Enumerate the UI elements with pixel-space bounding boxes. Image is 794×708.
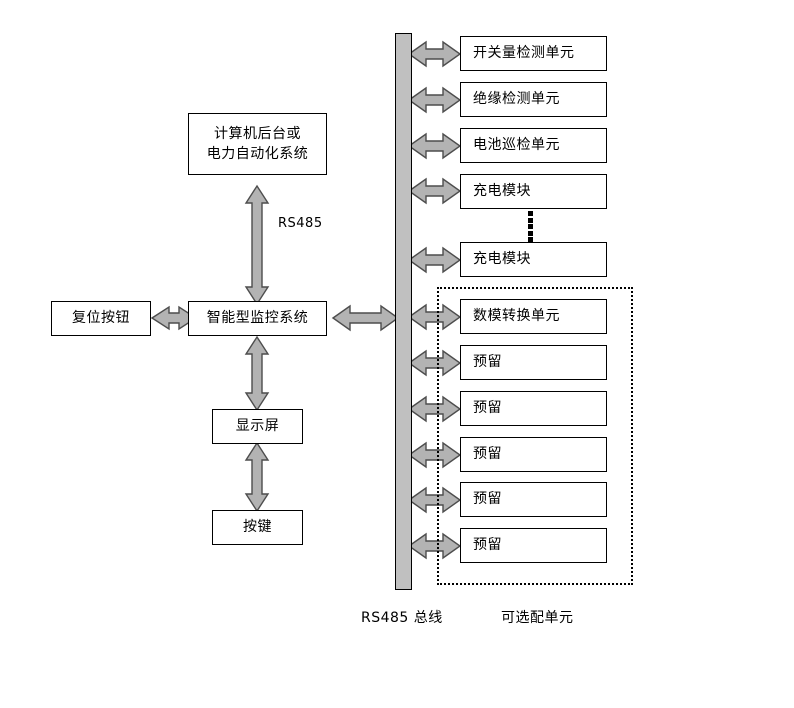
keypad-label: 按键 <box>243 519 272 536</box>
bus-unit-label-1: 开关量检测单元 <box>473 45 575 62</box>
arrow-display-keypad <box>244 441 270 513</box>
bus-caption: RS485 总线 <box>361 610 443 626</box>
host-system-box[interactable]: 计算机后台或 电力自动化系统 <box>188 113 327 175</box>
vertical-ellipsis-icon <box>528 211 533 242</box>
rs485-arrow-label: RS485 <box>278 216 323 231</box>
bus-unit-label-3: 电池巡检单元 <box>473 137 560 154</box>
optional-unit-label-3: 预留 <box>473 400 502 417</box>
rs485-bus-bar <box>395 33 412 590</box>
optional-unit-box-6[interactable]: 预留 <box>460 528 607 563</box>
optional-unit-label-2: 预留 <box>473 354 502 371</box>
bus-unit-box-1[interactable]: 开关量检测单元 <box>460 36 607 71</box>
arrow-bus-unit-3 <box>407 132 462 160</box>
reset-button-box[interactable]: 复位按钮 <box>51 301 151 336</box>
bus-unit-box-2[interactable]: 绝缘检测单元 <box>460 82 607 117</box>
arrow-host-controller <box>244 184 270 306</box>
bus-unit-label-2: 绝缘检测单元 <box>473 91 560 108</box>
optional-unit-label-6: 预留 <box>473 537 502 554</box>
optional-unit-box-1[interactable]: 数模转换单元 <box>460 299 607 334</box>
keypad-box[interactable]: 按键 <box>212 510 303 545</box>
reset-button-label: 复位按钮 <box>72 310 130 327</box>
optional-unit-label-4: 预留 <box>473 446 502 463</box>
arrow-bus-unit-2 <box>407 86 462 114</box>
optional-units-caption: 可选配单元 <box>501 610 574 626</box>
optional-unit-box-4[interactable]: 预留 <box>460 437 607 472</box>
bus-unit-label-5: 充电模块 <box>473 251 531 268</box>
bus-unit-box-4[interactable]: 充电模块 <box>460 174 607 209</box>
optional-units-region <box>437 287 633 585</box>
bus-unit-box-5[interactable]: 充电模块 <box>460 242 607 277</box>
display-box[interactable]: 显示屏 <box>212 409 303 444</box>
display-label: 显示屏 <box>235 418 280 435</box>
bus-unit-box-3[interactable]: 电池巡检单元 <box>460 128 607 163</box>
host-system-label-line1: 计算机后台或 <box>214 125 301 142</box>
arrow-bus-unit-4 <box>407 177 462 205</box>
optional-unit-label-5: 预留 <box>473 491 502 508</box>
arrow-bus-unit-5 <box>407 246 462 274</box>
host-system-label-line2: 电力自动化系统 <box>206 146 309 162</box>
bus-unit-label-4: 充电模块 <box>473 183 531 200</box>
arrow-controller-bus <box>331 304 400 332</box>
controller-box[interactable]: 智能型监控系统 <box>188 301 327 336</box>
optional-unit-box-3[interactable]: 预留 <box>460 391 607 426</box>
optional-unit-label-1: 数模转换单元 <box>473 308 560 325</box>
arrow-controller-display <box>244 335 270 412</box>
optional-unit-box-5[interactable]: 预留 <box>460 482 607 517</box>
arrow-bus-unit-1 <box>407 40 462 68</box>
controller-label: 智能型监控系统 <box>206 310 309 327</box>
optional-unit-box-2[interactable]: 预留 <box>460 345 607 380</box>
